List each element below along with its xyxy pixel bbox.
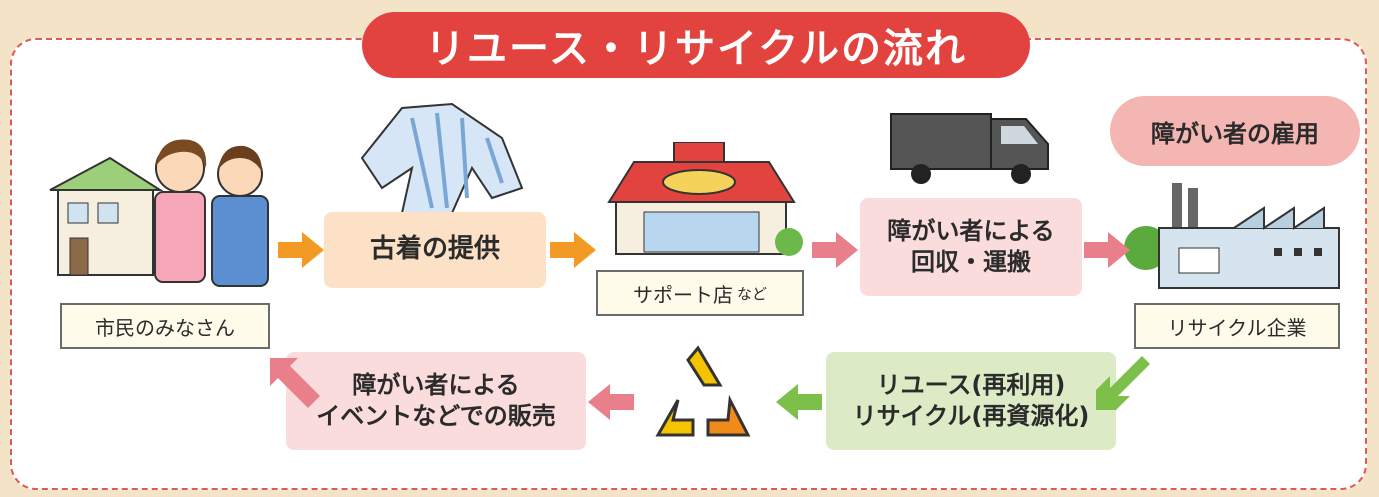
green-arrow-icon	[776, 384, 822, 420]
shop-name: サポート店	[632, 282, 733, 307]
reuse-line2: リサイクル(再資源化)	[852, 402, 1090, 430]
house-people-icon	[49, 139, 269, 287]
truck-icon	[890, 113, 1049, 184]
pink-arrow-icon	[270, 358, 320, 408]
orange-arrow-icon	[278, 232, 324, 268]
page-title: リユース・リサイクルの流れ	[362, 12, 1030, 78]
factory-icon	[1124, 183, 1340, 289]
reuse-box: リユース(再利用) リサイクル(再資源化)	[826, 352, 1116, 450]
collect-line2: 回収・運搬	[911, 248, 1031, 276]
shirt-icon	[360, 102, 524, 214]
company-label: リサイクル企業	[1134, 303, 1340, 349]
citizens-label: 市民のみなさん	[60, 303, 270, 349]
employment-speech-bubble: 障がい者の雇用	[1110, 96, 1360, 166]
sale-line2: イベントなどでの販売	[316, 402, 556, 430]
shop-suffix: など	[736, 284, 767, 303]
shop-label: サポート店 など	[596, 270, 804, 316]
pink-arrow-icon	[1084, 232, 1130, 268]
sale-line1: 障がい者による	[352, 370, 520, 399]
shop-icon	[607, 142, 803, 256]
provide-box: 古着の提供	[324, 212, 546, 288]
orange-arrow-icon	[550, 232, 596, 268]
collect-box: 障がい者による 回収・運搬	[860, 198, 1082, 296]
pink-arrow-icon	[812, 232, 858, 268]
sale-box: 障がい者による イベントなどでの販売	[286, 352, 586, 450]
collect-line1: 障がい者による	[887, 216, 1055, 245]
recycle-icon	[655, 345, 751, 437]
green-arrow-icon	[1096, 356, 1150, 410]
pink-arrow-icon	[588, 384, 634, 420]
reuse-line1: リユース(再利用)	[876, 370, 1066, 399]
